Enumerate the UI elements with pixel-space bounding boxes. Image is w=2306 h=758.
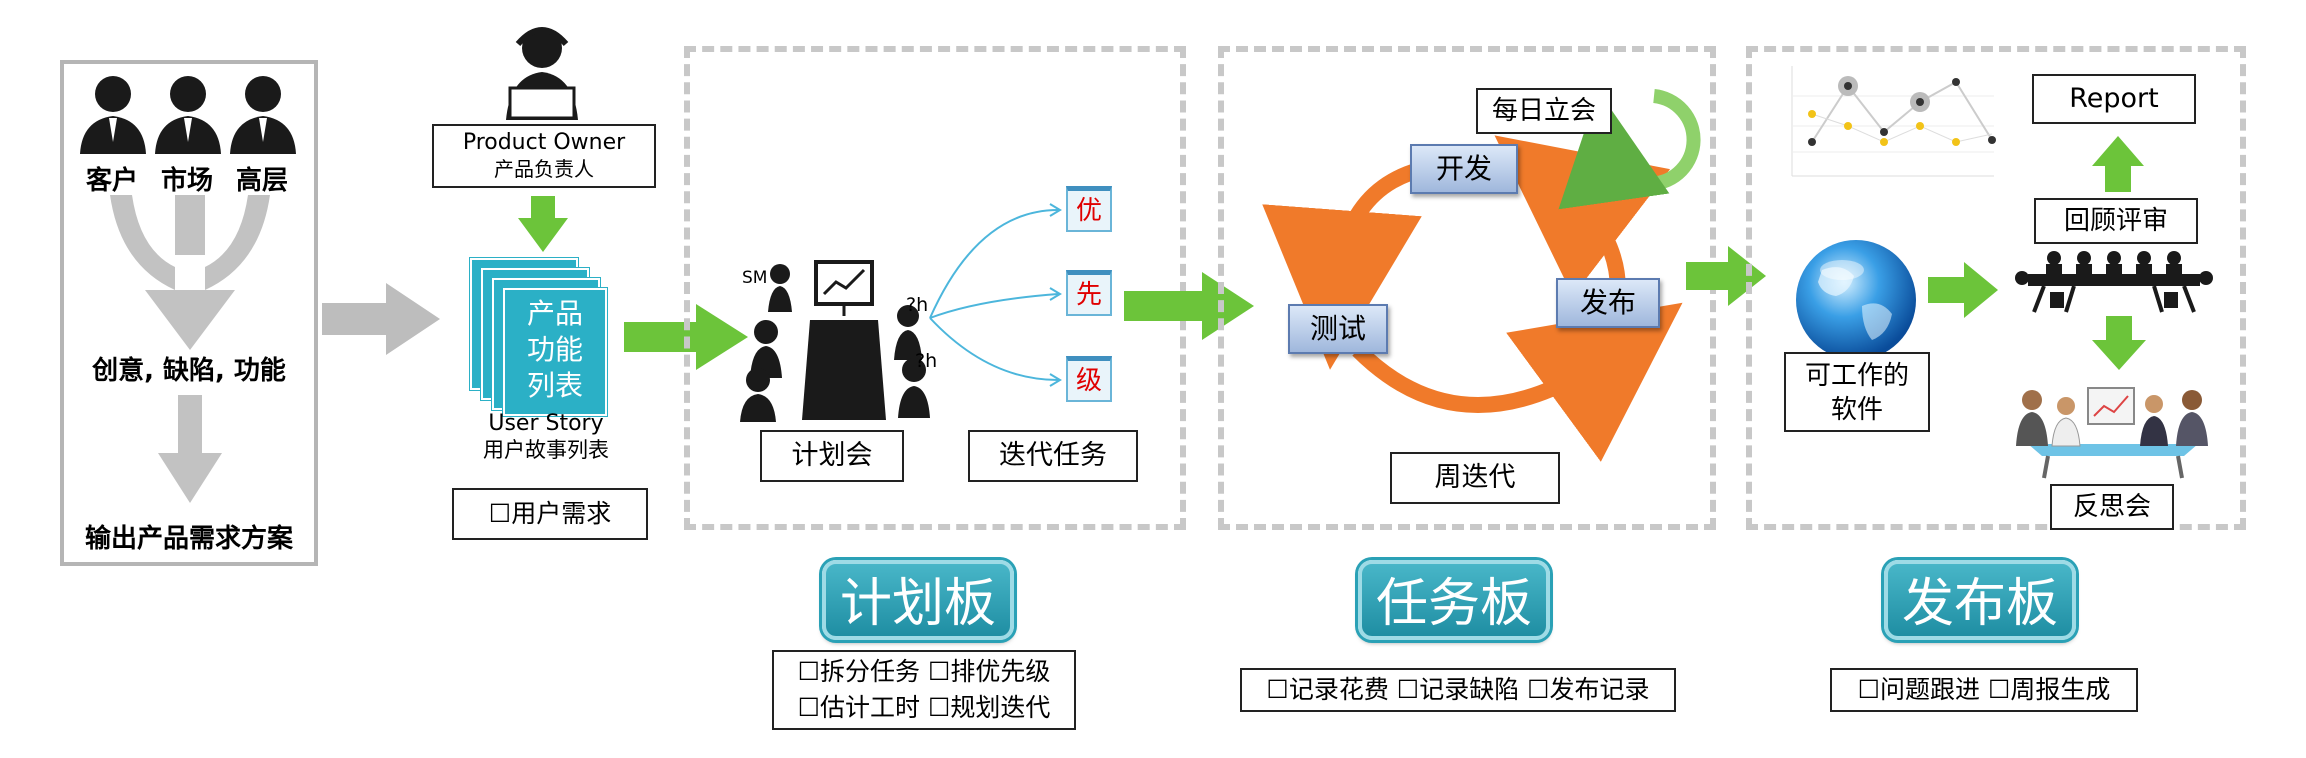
weekly-iteration-box: 周迭代: [1390, 452, 1560, 504]
release-node: 发布: [1556, 278, 1660, 328]
retrospective-meeting-icon: [2016, 387, 2208, 479]
review-meeting-icon: [2015, 251, 2213, 313]
user-story-en: User Story: [488, 411, 604, 436]
ideas-label: 创意, 缺陷, 功能: [92, 356, 286, 386]
green-arrow-down: [518, 196, 568, 252]
backlog-card: 产品 功能 列表: [503, 288, 607, 416]
product-owner-cn: 产品负责人: [494, 157, 594, 181]
report-chart-icon: [1791, 66, 1996, 177]
priority-tag: 级: [1066, 356, 1112, 402]
product-owner-icon: [506, 27, 578, 120]
user-requirement-box: ☐用户需求: [452, 488, 648, 540]
develop-node: 开发: [1410, 144, 1518, 194]
product-owner-box: Product Owner 产品负责人: [432, 124, 656, 188]
daily-loop-icon: [1558, 89, 1701, 210]
release-board-features: ☐问题跟进 ☐周报生成: [1830, 668, 2138, 712]
release-board-badge: 发布板: [1884, 560, 2076, 640]
priority-branches: [929, 203, 1062, 387]
planning-board-feature: ☐拆分任务 ☐排优先级: [797, 657, 1051, 686]
green-arrow-right: [1124, 272, 1254, 340]
sm-label: SM: [742, 268, 768, 288]
person-icon-customer: [80, 76, 146, 154]
down-arrow: [158, 395, 222, 503]
hour-estimate-label: ?h: [915, 350, 938, 372]
role-label: 市场: [160, 166, 213, 196]
person-icon-executive: [230, 76, 296, 154]
green-arrow-right: [1928, 262, 1998, 318]
backlog-card-line: 功能: [526, 333, 583, 366]
backlog-card-line: 产品: [526, 297, 583, 330]
product-owner-en: Product Owner: [462, 130, 626, 155]
green-arrow-down: [2092, 316, 2146, 370]
priority-tag: 优: [1066, 186, 1112, 232]
test-node: 测试: [1288, 304, 1388, 354]
daily-standup-box: 每日立会: [1476, 88, 1612, 134]
priority-tag: 先: [1066, 270, 1112, 316]
working-software-line: 软件: [1830, 395, 1883, 425]
planning-meeting-box: 计划会: [760, 430, 904, 482]
report-box: Report: [2032, 74, 2196, 124]
planning-board-feature: ☐估计工时 ☐规划迭代: [797, 693, 1051, 722]
planning-board-badge: 计划板: [822, 560, 1014, 640]
planning-area: [684, 46, 1186, 530]
planning-meeting-icon: [740, 260, 930, 422]
merge-arrow: [110, 195, 270, 350]
planning-board-features: ☐拆分任务 ☐排优先级 ☐估计工时 ☐规划迭代: [772, 650, 1076, 730]
task-board-features: ☐记录花费 ☐记录缺陷 ☐发布记录: [1240, 668, 1676, 712]
role-label: 高层: [235, 166, 288, 196]
retrospective-box: 反思会: [2050, 484, 2174, 530]
output-label: 输出产品需求方案: [84, 524, 293, 554]
working-software-box: 可工作的 软件: [1784, 352, 1930, 432]
release-area: [1746, 46, 2246, 530]
green-arrow-up: [2092, 136, 2144, 192]
task-board-badge: 任务板: [1358, 560, 1550, 640]
hour-estimate-label: ?h: [906, 294, 929, 316]
grey-arrow-right: [322, 283, 440, 355]
iteration-tasks-box: 迭代任务: [968, 430, 1138, 482]
working-software-line: 可工作的: [1804, 361, 1909, 391]
person-icon-market: [155, 76, 221, 154]
backlog-card-line: 列表: [526, 369, 583, 402]
user-story-cn: 用户故事列表: [483, 438, 609, 462]
review-box: 回顾评审: [2034, 198, 2198, 244]
role-label: 客户: [85, 166, 138, 196]
globe-icon: [1796, 240, 1916, 360]
user-story-caption: User Story 用户故事列表: [436, 410, 656, 464]
